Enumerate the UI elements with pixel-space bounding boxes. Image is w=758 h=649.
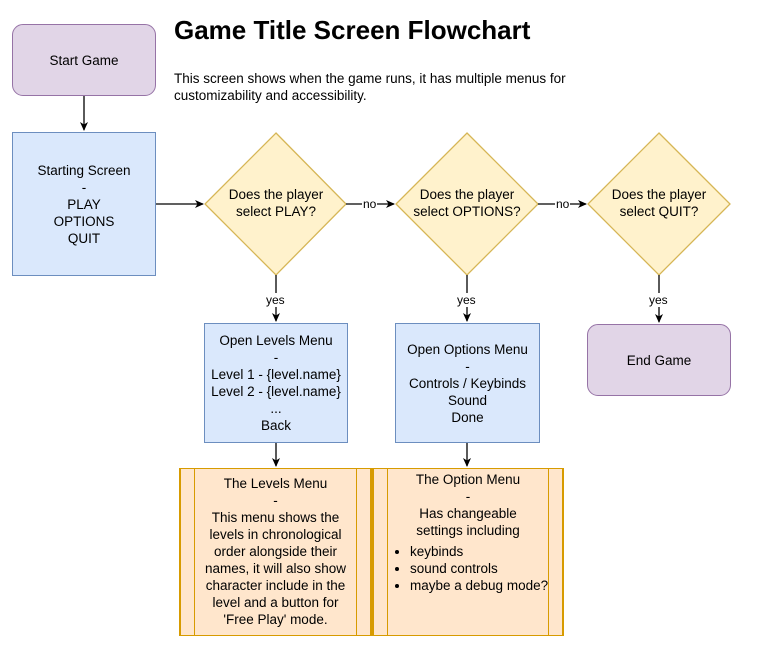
levels-menu-node: Open Levels Menu - Level 1 - {level.name… [204,323,348,443]
node-line: ... [270,401,282,416]
node-line: Open Levels Menu [219,333,333,348]
node-line: - [273,350,279,365]
edge-label-yes: yes [456,293,477,307]
page-subtitle: This screen shows when the game runs, it… [174,71,566,103]
subprocess-border [373,469,388,635]
node-line: - [465,358,470,374]
node-line: Open Options Menu [407,341,528,357]
node-line: Done [451,409,484,425]
node-line: - [81,179,87,195]
edge-label-no: no [555,197,571,211]
node-line: select PLAY? [235,204,317,219]
note-line: The Levels Menu [223,476,328,491]
node-line: OPTIONS [53,213,115,229]
subprocess-border [180,469,195,635]
settings-list-item: keybinds [410,543,560,560]
decision-play-node: Does the player select PLAY? [205,186,347,220]
note-line: names, it will also show [204,561,347,576]
end-game-node: End Game [587,324,731,396]
note-line: settings including [416,523,520,538]
node-line: QUIT [67,230,101,246]
node-line: Sound [447,392,488,408]
note-line: The Option Menu [415,472,521,487]
node-line: Level 2 - {level.name} [211,384,341,399]
settings-list-item: maybe a debug mode? [410,577,560,594]
note-line: character include in the [205,578,346,593]
node-line: Back [260,418,291,433]
note-line: level and a button for [212,595,339,610]
note-line: Has changeable [419,506,517,521]
node-line: select OPTIONS? [413,204,521,219]
start-game-node: Start Game [12,24,156,96]
edge-label-yes: yes [648,293,669,307]
node-line: Level 1 - {level.name} [211,367,341,382]
settings-list: keybinds sound controls maybe a debug mo… [376,543,560,594]
start-game-label: Start Game [49,52,119,68]
subprocess-border [548,469,563,635]
edge-label-yes: yes [265,293,286,307]
decision-options-node: Does the player select OPTIONS? [396,186,538,220]
node-line: select QUIT? [619,204,699,219]
note-line: 'Free Play' mode. [223,612,328,627]
node-line: PLAY [67,196,101,212]
node-line: Controls / Keybinds [408,375,527,391]
edge-label-no: no [362,197,378,211]
end-game-label: End Game [626,352,692,368]
node-line: Does the player [611,187,707,202]
option-menu-note: The Option Menu - Has changeable setting… [372,468,564,636]
node-line: Starting Screen [37,162,131,178]
subprocess-border [356,469,371,635]
note-line: - [273,493,278,508]
page-title: Game Title Screen Flowchart [174,15,531,45]
starting-screen-node: Starting Screen - PLAY OPTIONS QUIT [12,132,156,276]
settings-list-item: sound controls [410,560,560,577]
options-menu-node: Open Options Menu - Controls / Keybinds … [395,323,540,443]
note-line: This menu shows the [211,510,340,525]
levels-menu-note: The Levels Menu - This menu shows the le… [179,468,372,636]
note-line: order alongside their [213,544,338,559]
node-line: Does the player [419,187,515,202]
decision-quit-node: Does the player select QUIT? [588,186,730,220]
node-line: Does the player [228,187,324,202]
note-line: - [465,489,471,504]
note-line: levels in chronological [209,527,342,542]
